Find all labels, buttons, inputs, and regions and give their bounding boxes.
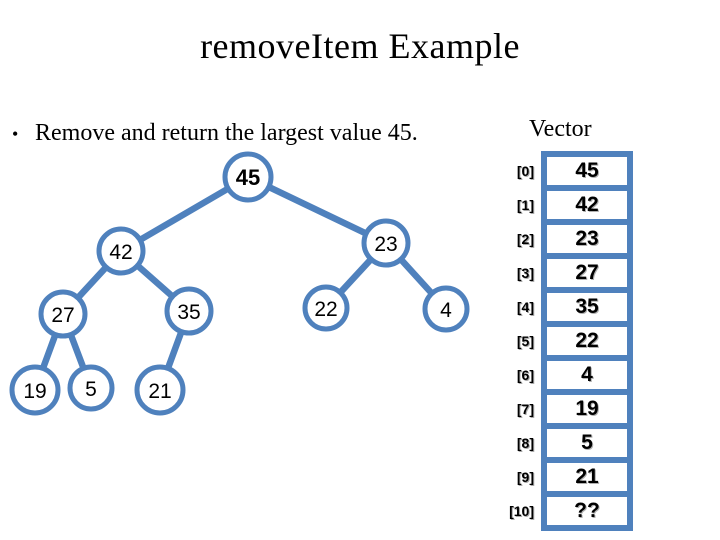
vector-index-6: [6] [516,367,534,383]
tree-node-21-label: 21 [148,380,171,403]
tree-node-23-label: 23 [374,233,397,256]
vector-cell-7: 19 [547,395,627,423]
bullet-item: • Remove and return the largest value 45… [12,118,418,149]
tree-node-42-label: 42 [109,241,132,264]
vector-index-0: [0] [516,163,534,179]
tree-edges [31,173,450,394]
vector-index-10: [10] [509,503,534,519]
tree-node-23-circle [361,218,411,268]
tree-node-4-circle [422,285,470,333]
tree-node-22-circle [302,284,350,332]
vector-index-7: [7] [516,401,534,417]
vector-cell-4: 35 [547,293,627,321]
tree-node-19-circle [9,364,61,416]
tree-node-circles [9,151,470,416]
tree-node-labels: 45 42 23 27 35 22 4 19 5 21 [23,165,452,403]
vector-cell-0: 45 [547,157,627,185]
bullet-marker: • [12,124,19,144]
vector-cell-8: 5 [547,429,627,457]
vector-cell-9: 21 [547,463,627,491]
vector-index-1: [1] [516,197,534,213]
vector-cell-5: 22 [547,327,627,355]
vector-cell-3: 27 [547,259,627,287]
tree-node-45-circle [222,151,274,203]
vector-cell-2: 23 [547,225,627,253]
vector-cells: 45 42 23 27 35 22 4 19 5 21 ?? [541,151,633,531]
tree-node-5-label: 5 [85,378,97,401]
vector-cell-10: ?? [547,497,627,525]
vector-index-5: [5] [516,333,534,349]
vector-index-column: [0] [1] [2] [3] [4] [5] [6] [7] [8] [9] … [497,151,534,531]
tree-node-27-circle [38,289,88,339]
vector-index-4: [4] [516,299,534,315]
tree-node-35-circle [164,286,214,336]
vector-cell-1: 42 [547,191,627,219]
vector-index-8: [8] [516,435,534,451]
vector-index-9: [9] [516,469,534,485]
tree-node-21-circle [134,364,186,416]
bullet-text: Remove and return the largest value 45. [35,120,418,146]
tree-node-4-label: 4 [440,299,452,322]
tree-node-22-label: 22 [314,298,337,321]
vector-cell-6: 4 [547,361,627,389]
page-title: removeItem Example [200,26,520,66]
tree-node-27-label: 27 [51,304,74,327]
tree-node-45-label: 45 [236,165,260,190]
vector-index-2: [2] [516,231,534,247]
tree-node-42-circle [96,226,146,276]
vector-title: Vector [529,116,592,142]
vector-panel: [0] [1] [2] [3] [4] [5] [6] [7] [8] [9] … [497,151,633,531]
tree-node-5-circle [67,364,115,412]
tree-node-19-label: 19 [23,380,46,403]
vector-index-3: [3] [516,265,534,281]
tree-node-35-label: 35 [177,301,200,324]
